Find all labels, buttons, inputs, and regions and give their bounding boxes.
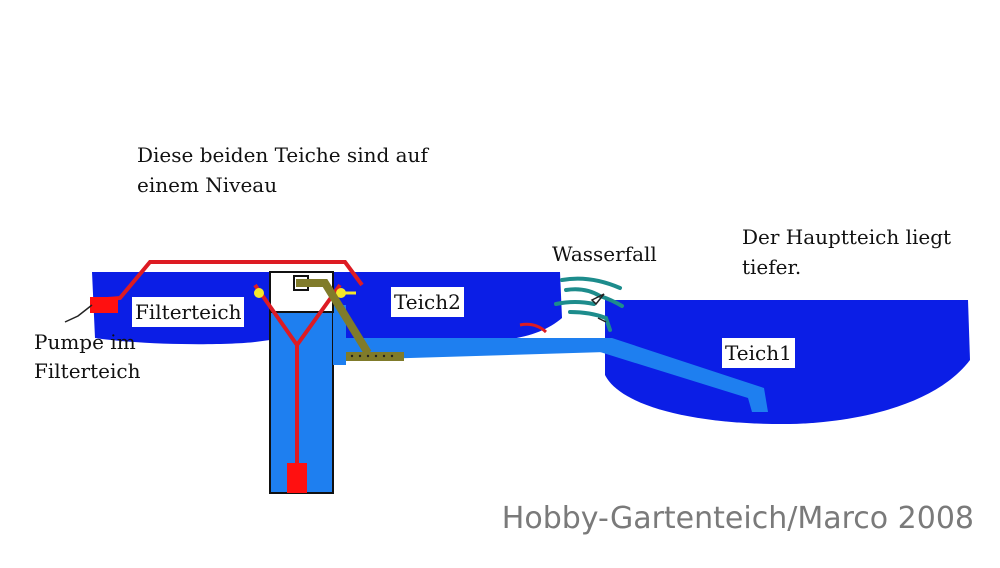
overflow-pipe	[296, 279, 372, 356]
label-pump: Pumpe im Filterteich	[34, 328, 140, 386]
connecting-pipe	[346, 338, 606, 360]
label-pump-line-1: Pumpe im	[34, 330, 136, 354]
fitting-left	[254, 288, 264, 298]
filter-pump	[287, 463, 307, 493]
label-pond-1: Teich1	[722, 338, 795, 368]
label-waterfall: Wasserfall	[552, 242, 657, 266]
note-main-pond-line-2: tiefer.	[742, 255, 802, 279]
watermark-credit: Hobby-Gartenteich/Marco 2008	[501, 501, 974, 536]
overflow-pipe-holes	[350, 354, 394, 358]
note-main-pond-lower: Der Hauptteich liegt tiefer.	[742, 222, 951, 282]
water-surface-arc	[519, 322, 548, 334]
filter-shaft-side	[333, 305, 346, 365]
red-hose-y-right	[295, 283, 342, 465]
label-pump-line-2: Filterteich	[34, 359, 141, 383]
label-pond-2: Teich2	[391, 287, 464, 317]
note-same-level-line-1: Diese beiden Teiche sind auf	[137, 143, 428, 167]
note-same-level: Diese beiden Teiche sind auf einem Nivea…	[137, 140, 428, 200]
label-filter-pond: Filterteich	[132, 297, 245, 327]
note-same-level-line-2: einem Niveau	[137, 173, 278, 197]
note-main-pond-line-1: Der Hauptteich liegt	[742, 225, 952, 249]
pump-in-filter-pond	[90, 297, 118, 313]
pump-pointer-line	[64, 304, 93, 323]
waterfall-outline	[590, 293, 607, 323]
inlet-pipe-main-pond	[600, 338, 768, 412]
